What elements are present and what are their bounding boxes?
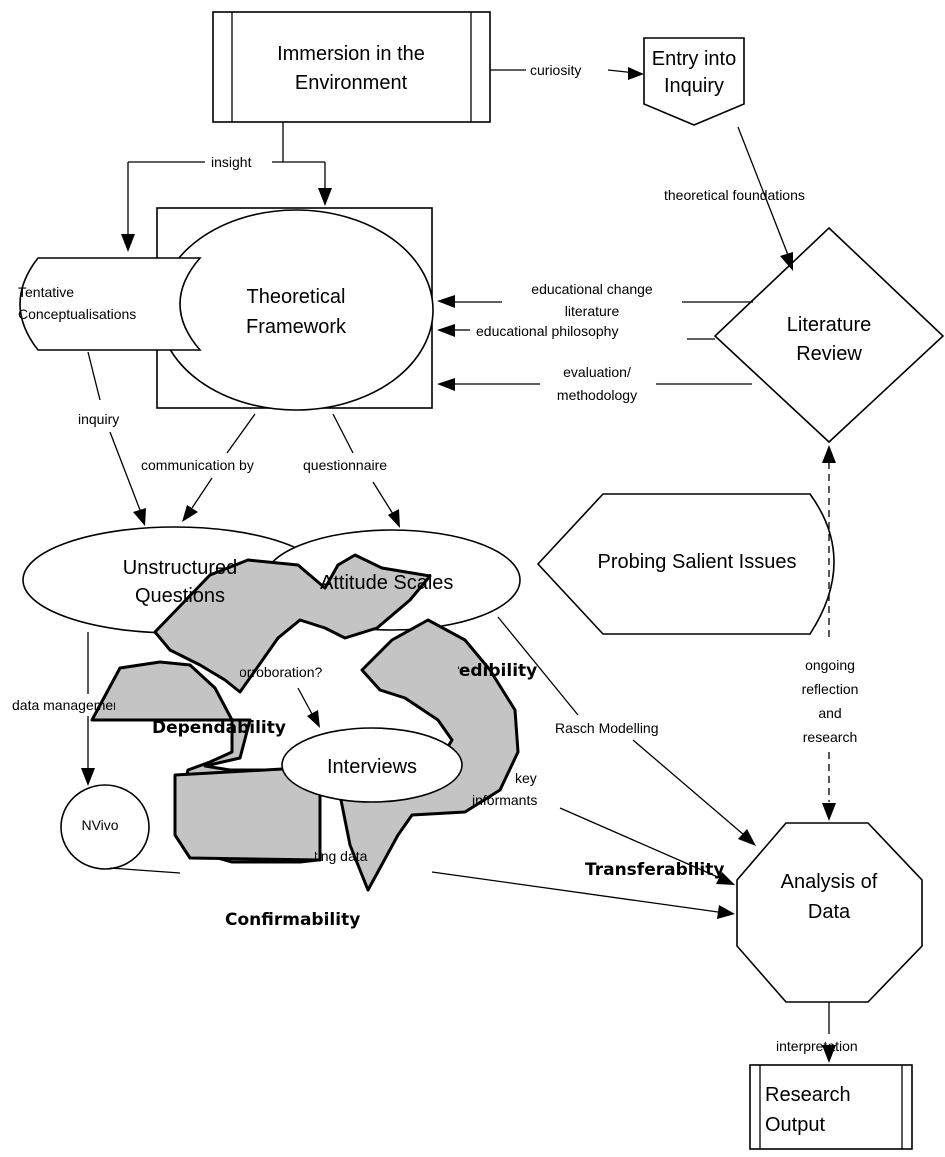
immersion-label-line1: Immersion in the [277, 43, 425, 65]
ongoing-label-line3: and [818, 705, 841, 721]
triangulating-label: triangulating data [260, 848, 368, 864]
recycle-arrow-right [338, 618, 520, 892]
educational-change-label-line1: educational change [531, 281, 653, 297]
nvivo-node: NVivo [60, 784, 150, 870]
interpretation-label: interpretation [776, 1038, 858, 1054]
nvivo-label: NVivo [81, 817, 118, 833]
research-output-label-line2: Output [765, 1114, 825, 1136]
ongoing-label-line4: research [803, 729, 857, 745]
data-management-label: data management [12, 697, 125, 713]
entry-inquiry-node: Entry into Inquiry [643, 37, 745, 126]
questionnaire-label: questionnaire [303, 457, 387, 473]
theoretical-framework-label-line1: Theoretical [247, 286, 346, 308]
analysis-of-data-node: Analysis of Data [736, 822, 923, 1003]
key-informants-label-line2: informants [472, 792, 537, 808]
evaluation-label-line2: methodology [557, 387, 637, 403]
attitude-scales-label: Attitude Scales [320, 572, 453, 594]
curiosity-label: curiosity [530, 62, 581, 78]
key-informants-label-line1: key [515, 770, 537, 786]
research-output-label-line1: Research [765, 1084, 851, 1106]
analysis-label-line1: Analysis of [781, 871, 878, 893]
literature-review-node: Literature Review [713, 226, 945, 444]
corroboration-label: corroboration? [232, 664, 322, 680]
theoretical-framework-node: Theoretical Framework [156, 207, 434, 411]
probing-salient-issues-node: Probing Salient Issues [536, 493, 835, 635]
interviews-label: Interviews [327, 756, 417, 778]
recycle-symbol [90, 553, 520, 892]
tentative-label-line2: Conceptualisations [18, 306, 136, 322]
dependability-label: Dependability [152, 718, 286, 738]
immersion-label-line2: Environment [295, 72, 408, 94]
rasch-modelling-label: Rasch Modelling [555, 720, 659, 736]
recycle-arrow-top [153, 553, 432, 694]
educational-change-label-line2: literature [565, 303, 620, 319]
credibility-label: Credibility [438, 661, 537, 681]
immersion-node: Immersion in the Environment [212, 11, 491, 123]
communication-by-label: communication by [141, 457, 254, 473]
unstructured-label-line1: Unstructured [123, 557, 238, 579]
connectors [81, 67, 836, 1063]
literature-review-label-line1: Literature [787, 314, 872, 336]
ongoing-label-line2: reflection [802, 681, 859, 697]
overlay-labels: Unstructured Questions Attitude Scales C… [12, 557, 724, 930]
inquiry-label: inquiry [78, 411, 119, 427]
theoretical-foundations-label: theoretical foundations [664, 187, 805, 203]
ongoing-label-line1: ongoing [805, 657, 855, 673]
educational-philosophy-label: educational philosophy [476, 323, 618, 339]
theoretical-framework-label-line2: Framework [246, 316, 347, 338]
edge-labels: curiosity insight theoretical foundation… [78, 62, 858, 1054]
entry-inquiry-label-line2: Inquiry [664, 75, 724, 97]
tentative-label-line1: Tentative [18, 284, 74, 300]
probing-label: Probing Salient Issues [597, 551, 796, 573]
analysis-label-line2: Data [808, 901, 851, 923]
transferability-label: Transferability [585, 860, 724, 880]
literature-review-label-line2: Review [796, 343, 862, 365]
unstructured-label-line2: Questions [135, 585, 225, 607]
evaluation-label-line1: evaluation/ [563, 364, 631, 380]
entry-inquiry-label-line1: Entry into [652, 48, 736, 70]
insight-label: insight [211, 154, 252, 170]
interviews-node: Interviews [281, 727, 463, 803]
research-output-node: Research Output [749, 1064, 913, 1150]
confirmability-label: Confirmability [225, 910, 360, 930]
tentative-conceptualisations-node: Tentative Conceptualisations [18, 257, 202, 351]
